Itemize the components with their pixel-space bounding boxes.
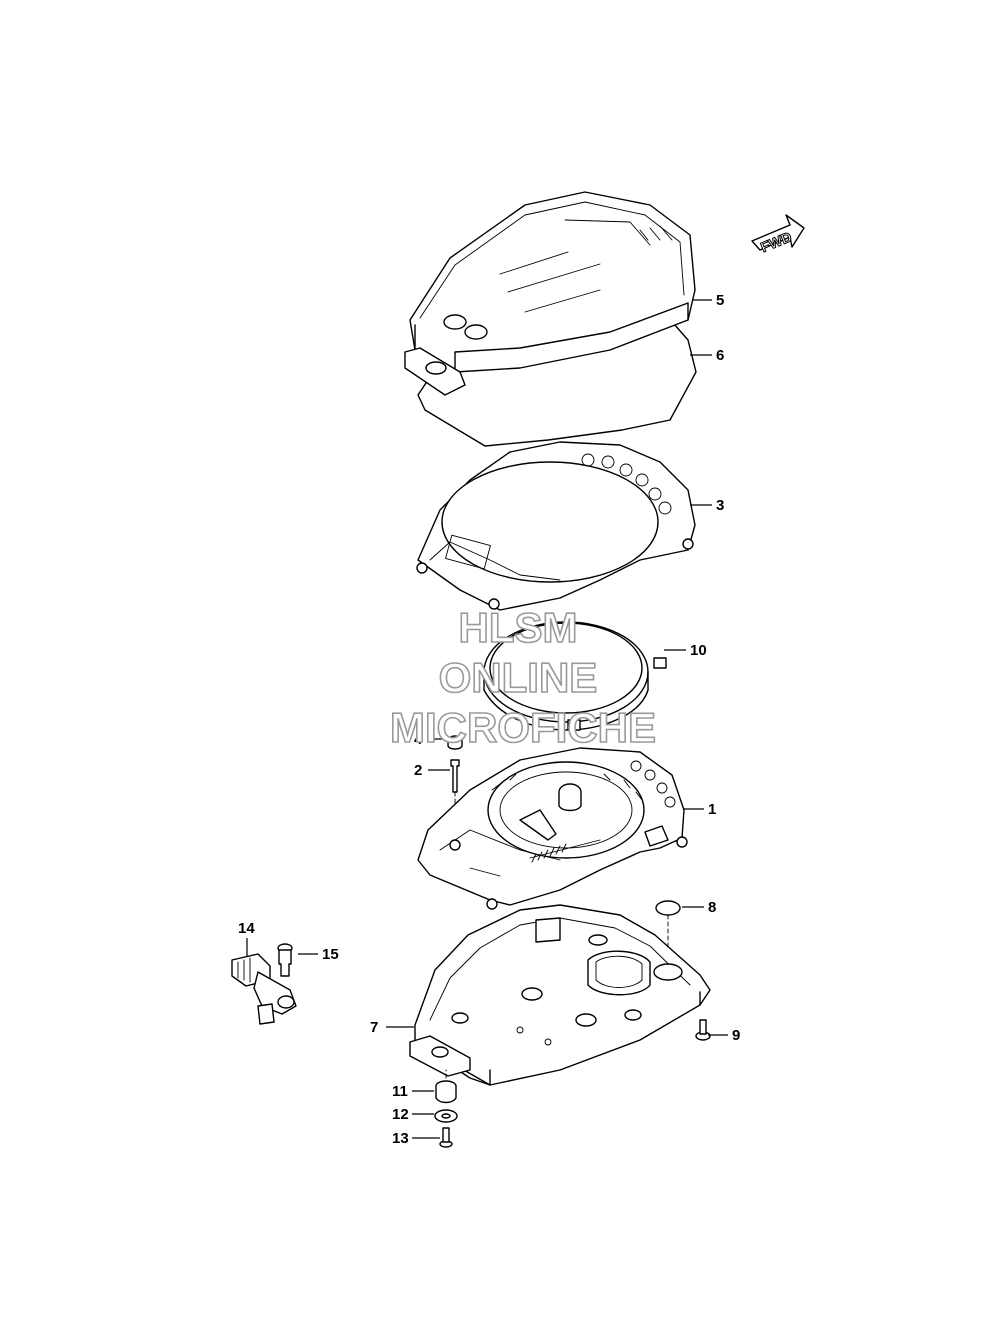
watermark-line-3: MICROFICHE xyxy=(390,704,656,751)
callout-6: 6 xyxy=(716,347,724,364)
callout-8: 8 xyxy=(708,899,716,916)
part-15-bolt xyxy=(277,943,293,977)
part-4-grommet xyxy=(447,735,463,750)
callout-7: 7 xyxy=(370,1019,378,1036)
callout-15: 15 xyxy=(322,946,339,963)
callout-4: 4 xyxy=(414,731,423,748)
watermark-line-2: ONLINE xyxy=(439,654,598,701)
part-5-upper-cover xyxy=(404,191,696,396)
part-12-washer xyxy=(434,1109,458,1123)
callout-3: 3 xyxy=(716,497,724,514)
watermark: HLSM ONLINE MICROFICHE xyxy=(389,603,657,752)
part-10-ring xyxy=(483,621,667,731)
part-1-meter-assembly xyxy=(417,747,688,910)
callout-1: 1 xyxy=(708,801,716,818)
callout-12: 12 xyxy=(392,1106,409,1123)
forward-arrow-icon xyxy=(751,214,805,251)
callout-10: 10 xyxy=(690,642,707,659)
callout-5: 5 xyxy=(716,292,724,309)
part-14-sensor xyxy=(231,953,297,1025)
part-3-bezel xyxy=(416,441,696,611)
callout-14: 14 xyxy=(238,920,255,937)
part-8-cap xyxy=(655,900,681,916)
part-9-screw xyxy=(695,1019,711,1041)
callout-2: 2 xyxy=(414,762,422,779)
watermark-line-1: HLSM xyxy=(459,604,578,651)
fwd-label: FWD xyxy=(758,228,794,255)
callout-labels: 5 6 3 10 4 2 1 8 9 7 11 12 13 14 15 xyxy=(238,292,740,1147)
part-13-screw xyxy=(439,1127,453,1148)
callout-9: 9 xyxy=(732,1027,740,1044)
callout-13: 13 xyxy=(392,1130,409,1147)
callout-11: 11 xyxy=(392,1083,408,1100)
part-2-pin xyxy=(450,759,460,793)
leader-lines xyxy=(246,299,728,1139)
part-11-grommet xyxy=(435,1080,457,1104)
part-7-lower-case xyxy=(409,904,711,1086)
fwd-badge: FWD xyxy=(751,214,805,256)
